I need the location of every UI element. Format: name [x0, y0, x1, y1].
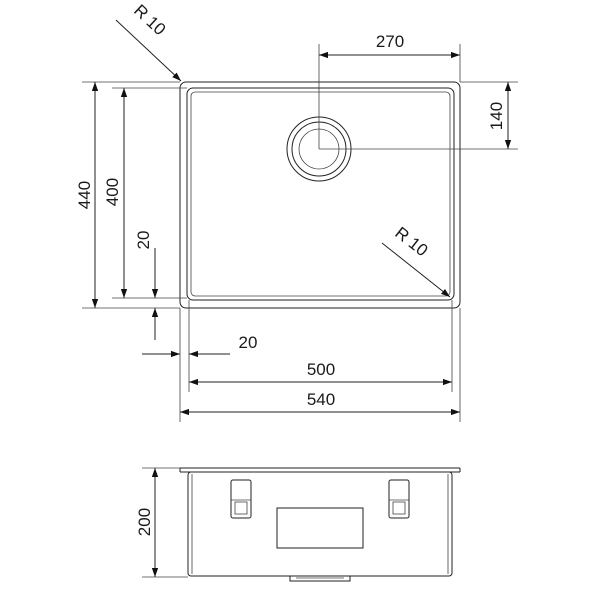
basin-side-body — [187, 471, 453, 577]
dim-440-label: 440 — [75, 181, 94, 209]
inner-basin-edge — [190, 91, 451, 297]
radius-outer-leader — [115, 19, 182, 82]
drain-outlet-icon — [289, 575, 351, 582]
overflow-window — [276, 507, 364, 549]
right-mounting-clip-icon — [388, 479, 410, 519]
dim-400-label: 400 — [103, 178, 122, 206]
dim-20-vertical-label: 20 — [134, 231, 153, 250]
dim-270-label: 270 — [376, 32, 404, 51]
radius-inner-leader — [381, 242, 451, 298]
left-mounting-clip-icon — [230, 479, 252, 519]
dim-540-label: 540 — [307, 390, 335, 409]
inner-basin-outline — [186, 87, 455, 301]
outer-rim — [179, 81, 461, 309]
dim-500-label: 500 — [307, 360, 335, 379]
side-view: 200 — [135, 467, 461, 582]
dim-140-label: 140 — [487, 102, 506, 130]
radius-outer-label: R 10 — [130, 1, 169, 39]
dim-20-horizontal-label: 20 — [239, 333, 258, 352]
top-view: 270 140 R 10 R 10 440 400 20 — [75, 1, 518, 422]
dim-200-label: 200 — [135, 508, 154, 536]
